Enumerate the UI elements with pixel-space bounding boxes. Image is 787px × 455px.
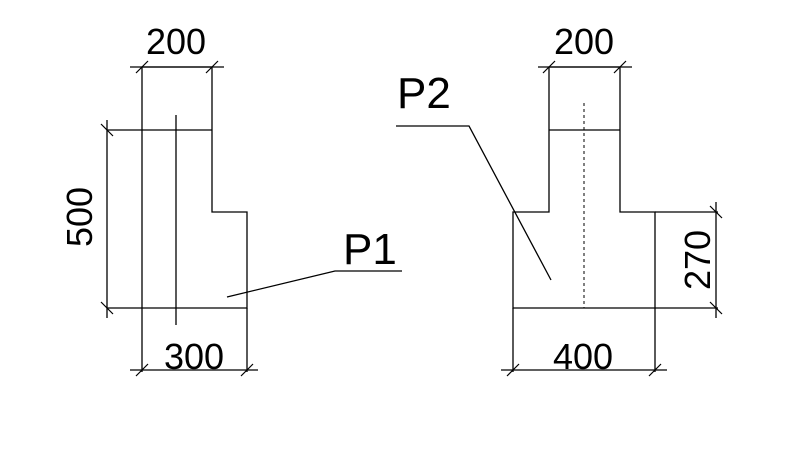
- p1-left-dimension-label: 500: [59, 187, 100, 247]
- p2-leader-line: [396, 125, 552, 281]
- p2-bottom-dimension-tick: [506, 363, 520, 377]
- p1-left-dimension-tick: [100, 123, 114, 137]
- p1-section: 200 500 300 P1: [59, 21, 402, 377]
- p1-bottom-dimension-tick: [135, 363, 149, 377]
- p2-right-dimension-tick: [709, 205, 723, 219]
- p1-outline: [141, 66, 248, 309]
- p1-bottom-dimension-label: 300: [164, 336, 224, 377]
- p2-bottom-dimension-tick: [648, 363, 662, 377]
- p1-top-dimension-tick: [205, 60, 219, 74]
- p1-label: P1: [343, 225, 397, 274]
- p1-top-dimension-label: 200: [146, 21, 206, 62]
- p2-label: P2: [397, 69, 451, 118]
- p1-left-dimension-tick: [100, 301, 114, 315]
- p2-right-dimension-label: 270: [677, 230, 718, 290]
- p2-section: 200 270 400 P2: [396, 21, 723, 377]
- p1-top-dimension-tick: [135, 60, 149, 74]
- p1-leader-line: [226, 270, 402, 298]
- p1-bottom-dimension-tick: [240, 363, 254, 377]
- p2-top-dimension-label: 200: [554, 21, 614, 62]
- p2-bottom-dimension-label: 400: [553, 336, 613, 377]
- p2-top-dimension-tick: [613, 60, 627, 74]
- p2-right-dimension-tick: [709, 301, 723, 315]
- p2-top-dimension-tick: [542, 60, 556, 74]
